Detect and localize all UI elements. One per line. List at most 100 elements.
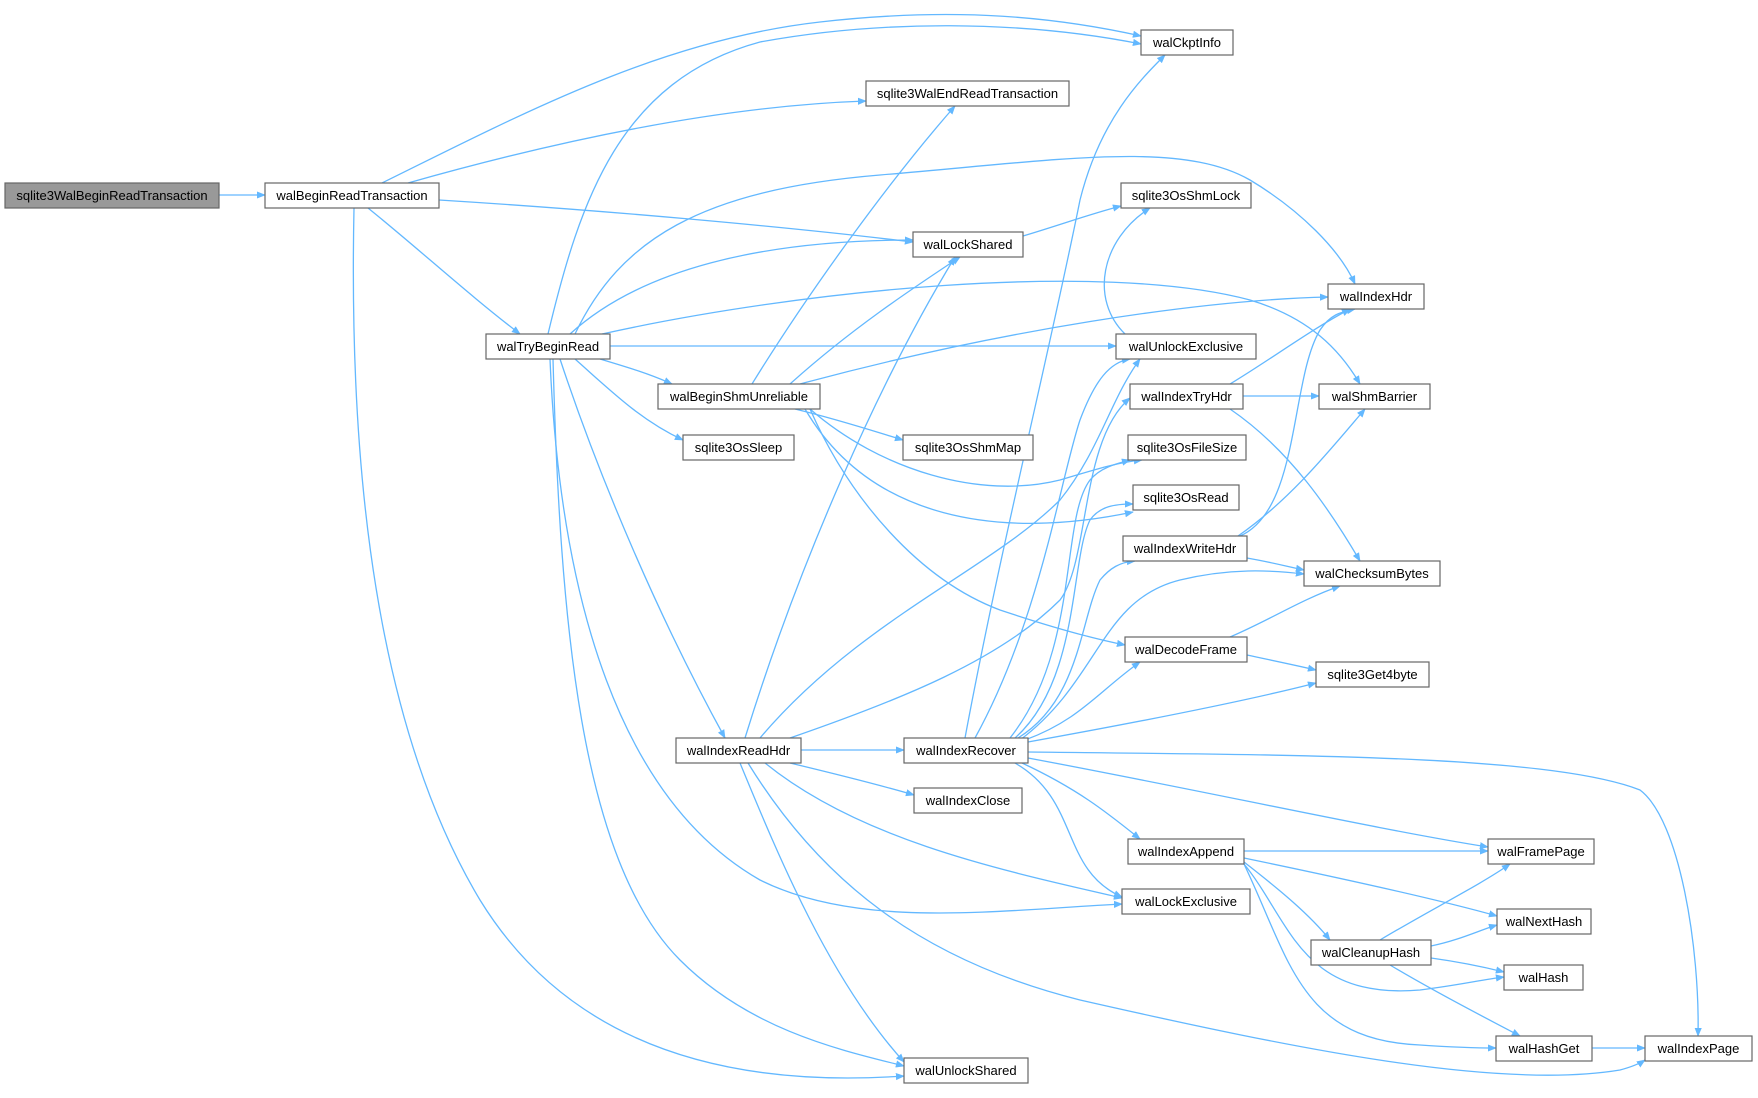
edge-walIndexTryHdr-to-walChecksumBytes xyxy=(1229,408,1361,562)
node-walIndexPage[interactable]: walIndexPage xyxy=(1644,1035,1753,1062)
edge-walUnlockExclusive-to-sqlite3OsShmLock xyxy=(1103,207,1151,335)
edge-walIndexRecover-to-sqlite3OsRead xyxy=(1014,500,1134,739)
edge-walIndexRecover-to-walFramePage xyxy=(1027,757,1489,850)
node-sqlite3OsFileSize[interactable]: sqlite3OsFileSize xyxy=(1127,434,1247,461)
edge-layer xyxy=(219,13,1702,1081)
node-walBeginReadTransaction[interactable]: walBeginReadTransaction xyxy=(264,182,440,209)
node-sqlite3OsShmMap[interactable]: sqlite3OsShmMap xyxy=(902,434,1034,461)
node-walDecodeFrame[interactable]: walDecodeFrame xyxy=(1124,636,1248,663)
node-label: walIndexHdr xyxy=(1339,289,1413,304)
edge-walIndexRecover-to-sqlite3Get4byte xyxy=(1027,681,1317,743)
edge-walIndexAppend-to-walCleanupHash xyxy=(1243,861,1331,941)
node-walTryBeginRead[interactable]: walTryBeginRead xyxy=(485,333,611,360)
node-walCleanupHash[interactable]: walCleanupHash xyxy=(1310,939,1432,966)
node-box xyxy=(865,80,1070,107)
edge-walIndexWriteHdr-to-walChecksumBytes xyxy=(1246,557,1305,572)
node-walHash[interactable]: walHash xyxy=(1503,964,1584,991)
edge-walBeginReadTransaction-to-sqlite3WalEndReadTransaction xyxy=(407,97,867,184)
node-label: walIndexReadHdr xyxy=(686,743,791,758)
node-box xyxy=(1644,1035,1753,1062)
edge-walIndexRecover-to-walIndexAppend xyxy=(1021,762,1141,840)
edge-walIndexRecover-to-walChecksumBytes xyxy=(1019,569,1305,741)
node-sqlite3OsShmLock[interactable]: sqlite3OsShmLock xyxy=(1120,182,1252,209)
edge-walCleanupHash-to-walNextHash xyxy=(1430,923,1498,947)
edge-walIndexRecover-to-walUnlockExclusive xyxy=(974,356,1131,739)
node-sqlite3OsSleep[interactable]: sqlite3OsSleep xyxy=(682,434,795,461)
node-box xyxy=(913,787,1023,814)
node-box xyxy=(1124,636,1248,663)
node-box xyxy=(1487,838,1595,865)
node-walFramePage[interactable]: walFramePage xyxy=(1487,838,1595,865)
node-walHashGet[interactable]: walHashGet xyxy=(1495,1035,1593,1062)
edge-walTryBeginRead-to-walIndexHdr xyxy=(574,155,1356,335)
node-box xyxy=(4,182,220,209)
node-sqlite3WalBeginReadTransaction[interactable]: sqlite3WalBeginReadTransaction xyxy=(4,182,220,209)
node-walIndexClose[interactable]: walIndexClose xyxy=(913,787,1023,814)
edge-walIndexReadHdr-to-walIndexPage xyxy=(747,762,1646,1076)
edge-walDecodeFrame-to-sqlite3Get4byte xyxy=(1246,654,1317,672)
node-walChecksumBytes[interactable]: walChecksumBytes xyxy=(1303,560,1441,587)
node-box xyxy=(912,231,1024,258)
node-label: sqlite3Get4byte xyxy=(1327,667,1417,682)
node-sqlite3Get4byte[interactable]: sqlite3Get4byte xyxy=(1315,661,1430,688)
edge-walTryBeginRead-to-walShmBarrier xyxy=(601,280,1361,385)
node-label: walIndexWriteHdr xyxy=(1133,541,1237,556)
edge-walIndexReadHdr-to-walIndexTryHdr xyxy=(789,397,1131,739)
node-label: walBeginReadTransaction xyxy=(275,188,427,203)
node-label: walIndexRecover xyxy=(915,743,1016,758)
node-walLockExclusive[interactable]: walLockExclusive xyxy=(1121,888,1251,915)
node-walBeginShmUnreliable[interactable]: walBeginShmUnreliable xyxy=(657,383,821,410)
node-box xyxy=(1121,888,1251,915)
edge-walIndexAppend-to-walHash xyxy=(1243,863,1505,992)
node-walShmBarrier[interactable]: walShmBarrier xyxy=(1318,383,1431,410)
node-box xyxy=(1496,908,1592,935)
node-box xyxy=(682,434,795,461)
edge-walIndexRecover-to-walIndexWriteHdr xyxy=(1017,557,1136,739)
node-box xyxy=(485,333,611,360)
node-walIndexAppend[interactable]: walIndexAppend xyxy=(1127,838,1245,865)
edge-walIndexRecover-to-walCkptInfo xyxy=(964,54,1166,739)
edge-walBeginShmUnreliable-to-sqlite3WalEndReadTransaction xyxy=(751,105,956,385)
node-label: walFramePage xyxy=(1496,844,1584,859)
edge-walCleanupHash-to-walHashGet xyxy=(1389,964,1521,1037)
node-box xyxy=(1132,484,1240,511)
node-label: walIndexClose xyxy=(925,793,1011,808)
node-walLockShared[interactable]: walLockShared xyxy=(912,231,1024,258)
edge-walTryBeginRead-to-walLockExclusive xyxy=(549,358,1123,914)
edge-walBeginReadTransaction-to-walTryBeginRead xyxy=(367,207,521,335)
edge-walIndexWriteHdr-to-walShmBarrier xyxy=(1237,408,1366,537)
node-label: sqlite3OsRead xyxy=(1143,490,1228,505)
edge-walBeginShmUnreliable-to-sqlite3OsShmMap xyxy=(794,408,904,442)
edge-walIndexRecover-to-walLockExclusive xyxy=(1014,762,1123,898)
node-walNextHash[interactable]: walNextHash xyxy=(1496,908,1592,935)
node-walIndexWriteHdr[interactable]: walIndexWriteHdr xyxy=(1122,535,1248,562)
node-box xyxy=(1127,838,1245,865)
node-walIndexHdr[interactable]: walIndexHdr xyxy=(1327,283,1425,310)
node-box xyxy=(903,737,1029,764)
node-box xyxy=(1120,182,1252,209)
edge-walIndexReadHdr-to-walUnlockExclusive xyxy=(759,358,1141,739)
edge-walTryBeginRead-to-walIndexReadHdr xyxy=(559,358,726,739)
node-label: walIndexTryHdr xyxy=(1140,389,1232,404)
node-label: sqlite3WalEndReadTransaction xyxy=(877,86,1058,101)
edge-walIndexRecover-to-walDecodeFrame xyxy=(1024,661,1141,741)
node-walUnlockExclusive[interactable]: walUnlockExclusive xyxy=(1115,333,1257,360)
node-label: walNextHash xyxy=(1505,914,1583,929)
node-walIndexReadHdr[interactable]: walIndexReadHdr xyxy=(675,737,802,764)
edge-walTryBeginRead-to-walBeginShmUnreliable xyxy=(599,358,673,385)
node-box xyxy=(1315,661,1430,688)
node-walIndexRecover[interactable]: walIndexRecover xyxy=(903,737,1029,764)
edge-walBeginShmUnreliable-to-sqlite3OsRead xyxy=(804,408,1134,524)
node-label: walUnlockShared xyxy=(914,1063,1016,1078)
edge-walBeginReadTransaction-to-walUnlockShared xyxy=(352,207,905,1081)
node-label: walUnlockExclusive xyxy=(1128,339,1243,354)
node-walUnlockShared[interactable]: walUnlockShared xyxy=(903,1057,1029,1084)
node-sqlite3OsRead[interactable]: sqlite3OsRead xyxy=(1132,484,1240,511)
edge-walIndexWriteHdr-to-walIndexHdr xyxy=(1239,307,1356,537)
edge-walIndexReadHdr-to-walUnlockShared xyxy=(739,762,905,1063)
node-walCkptInfo[interactable]: walCkptInfo xyxy=(1140,29,1234,56)
node-walIndexTryHdr[interactable]: walIndexTryHdr xyxy=(1129,383,1244,410)
node-sqlite3WalEndReadTransaction[interactable]: sqlite3WalEndReadTransaction xyxy=(865,80,1070,107)
node-box xyxy=(902,434,1034,461)
